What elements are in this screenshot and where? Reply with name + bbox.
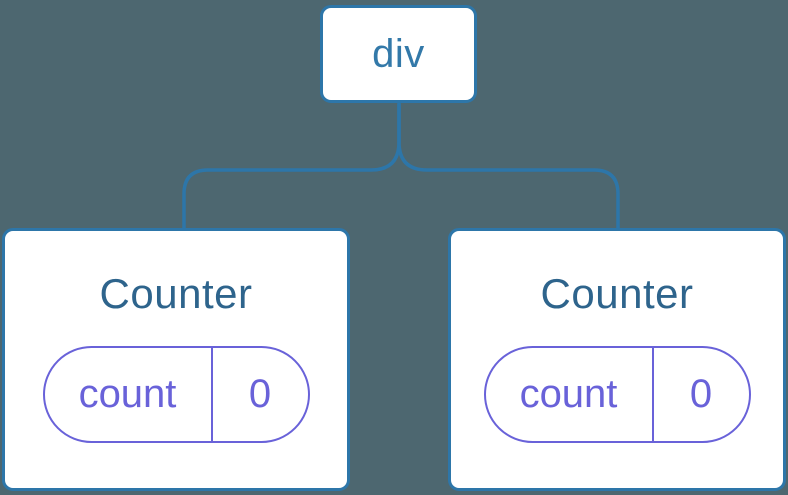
component-title: Counter bbox=[540, 270, 694, 317]
tree-node-counter-1: Counter count 0 bbox=[2, 228, 350, 491]
tree-node-counter-2: Counter count 0 bbox=[448, 228, 786, 491]
state-value-label: 0 bbox=[248, 372, 272, 416]
state-key-label: count bbox=[519, 372, 618, 416]
connector-left-branch bbox=[182, 102, 401, 231]
state-pill: count 0 bbox=[42, 346, 310, 443]
tree-node-root-div: div bbox=[320, 5, 477, 103]
component-title: Counter bbox=[99, 270, 253, 317]
state-key-cell: count bbox=[486, 348, 654, 441]
state-key-cell: count bbox=[45, 348, 213, 441]
state-pill: count 0 bbox=[483, 346, 751, 443]
state-key-label: count bbox=[78, 372, 177, 416]
root-node-label: div bbox=[372, 31, 425, 76]
connector-right-branch bbox=[397, 102, 620, 231]
state-value-cell: 0 bbox=[654, 348, 749, 441]
state-value-cell: 0 bbox=[213, 348, 308, 441]
state-value-label: 0 bbox=[689, 372, 713, 416]
